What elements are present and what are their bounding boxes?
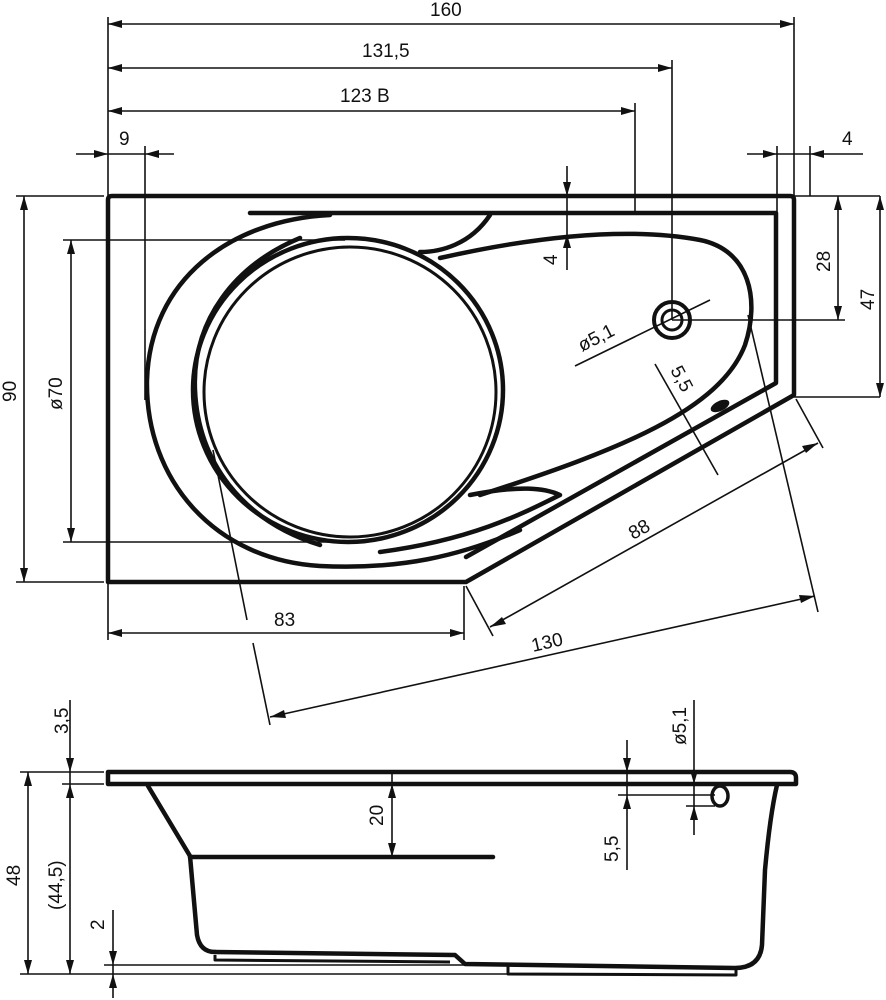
- dim-inner-length: 123 B: [340, 86, 390, 107]
- dim-right-edge-height: 47: [858, 289, 879, 310]
- dim-rim-thickness: 3,5: [52, 708, 73, 734]
- foot-area-lower: [377, 486, 563, 555]
- dim-left-rim: 9: [119, 129, 130, 150]
- tub-outer-outline: [105, 193, 797, 585]
- dim-drain-offset: 28: [814, 251, 835, 272]
- side-bottom-left: [212, 782, 780, 971]
- side-section-view: 3,5 48 (44,5) 2 20 5,5 ø5,1: [4, 700, 799, 998]
- side-foot-left: [213, 955, 451, 964]
- tub-inner-rim: [247, 210, 779, 560]
- dim-drain-position: 131,5: [362, 41, 410, 62]
- dim-drain-diameter: ø5,1: [575, 320, 618, 356]
- top-view: 160 131,5 123 B 9 4 4 90: [0, 0, 884, 726]
- dim-basin-diameter: ø70: [46, 377, 67, 410]
- basin-left-lobe: [192, 235, 323, 548]
- side-rim: [105, 769, 799, 787]
- dim-inner-depth: (44,5): [46, 860, 67, 910]
- dim-short-straight: 83: [274, 610, 295, 631]
- dim-feet-height: 2: [88, 919, 109, 930]
- dim-drain-diameter-side: ø5,1: [670, 707, 691, 745]
- dim-overall-height: 48: [4, 865, 25, 886]
- dim-top-rim: 4: [541, 254, 562, 265]
- dim-angled-side: 88: [625, 516, 654, 545]
- foot-area-outline: [437, 231, 754, 498]
- dim-right-rim: 4: [842, 129, 853, 150]
- side-overflow-pipe: [710, 784, 730, 808]
- side-left-slope: [145, 783, 218, 955]
- dim-seat-depth: 20: [367, 805, 388, 826]
- side-foot-right: [506, 965, 738, 977]
- dim-overall-width: 90: [0, 381, 21, 402]
- bowl-outer-curve: [144, 212, 523, 569]
- bowl-second-curve: [417, 212, 493, 255]
- basin-circle-inner: [202, 245, 498, 539]
- overflow-hole: [710, 399, 730, 413]
- dim-overall-length: 160: [430, 0, 462, 21]
- dim-drain-offset-side: 5,5: [602, 836, 623, 862]
